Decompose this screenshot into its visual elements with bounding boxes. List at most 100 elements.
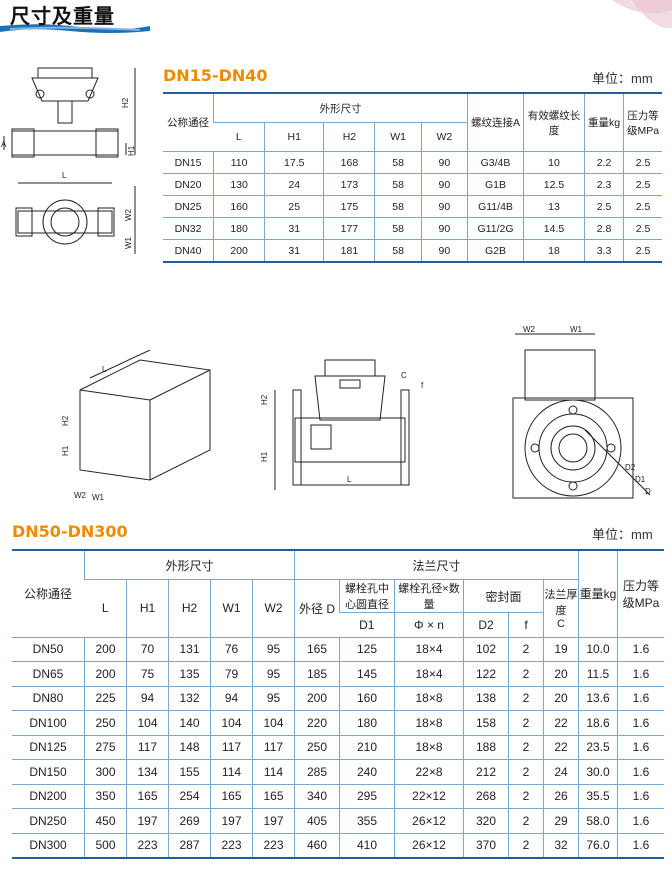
table-cell: G2B [467,239,524,263]
t2-header-pressure: 压力等级MPa [617,550,664,638]
table-cell: 95 [252,686,295,711]
table-cell: 250 [84,710,127,736]
table-cell: 90 [420,239,468,263]
table-cell: 268 [463,784,509,809]
table-cell: 75 [126,661,169,687]
box-dimension-diagram: L H2 H1 W2 W1 [61,350,211,502]
header-nominal: 公称通径 [163,93,214,152]
table-cell: 132 [168,686,211,711]
table-cell: 122 [463,661,509,687]
table-cell: 2.2 [584,151,624,174]
table-cell: 1.6 [617,833,664,859]
table-cell: 1.6 [617,710,664,736]
table-cell: 26×12 [394,833,464,859]
table-cell: 25 [264,195,324,218]
label-face-d2: D2 [625,463,636,472]
table-cell: 1.6 [617,808,664,834]
t2-header-bolt-circle: 螺栓孔中心圆直径 [339,579,395,613]
table-cell: 23.5 [578,735,618,760]
label-box-w2: W2 [74,491,87,500]
table-cell: DN20 [163,173,214,196]
table-cell: 165 [126,784,169,809]
label-w1: W1 [124,236,133,249]
flange-square [512,397,634,499]
table-cell: 70 [126,637,169,662]
t2-header-nominal: 公称通径 [12,550,85,638]
label-h2: H2 [121,97,130,108]
table-cell: 285 [294,759,340,785]
table-cell: DN150 [12,759,85,785]
table-cell: 11.5 [578,661,618,687]
flanged-body [294,417,406,463]
table-cell: 114 [252,759,295,785]
table-cell: 10 [523,151,585,174]
table-cell: 223 [252,833,295,859]
table-cell: 18 [523,239,585,263]
table-cell: 2 [508,833,544,859]
t2-header-weight: 重量kg [578,550,618,638]
table-cell: 197 [126,808,169,834]
table-cell: 2.5 [623,173,662,196]
flange-d1 [538,413,608,483]
table-cell: 223 [126,833,169,859]
table-cell: 340 [294,784,340,809]
table-cell: 145 [339,661,395,687]
label-box-l: L [102,365,107,374]
table-cell: 117 [252,735,295,760]
table-cell: 140 [168,710,211,736]
table-cell: 240 [339,759,395,785]
table-cell: 2 [508,735,544,760]
label-flange-h1: H1 [260,451,269,462]
table-cell: 14.5 [523,217,585,240]
label-face-d: D [645,487,651,496]
table-cell: 1.6 [617,637,664,662]
table-cell: DN125 [12,735,85,760]
small-meter-diagram: H2 H1 A L W2 W1 [1,67,136,254]
table-cell: DN250 [12,808,85,834]
table-cell: 180 [339,710,395,736]
label-a: A [1,140,7,149]
t2-header-flange-thick-sym: C [557,618,565,631]
table-cell: 450 [84,808,127,834]
table-cell: 275 [84,735,127,760]
table-cell: 30.0 [578,759,618,785]
table-cell: 90 [420,173,468,196]
table-cell: 185 [294,661,340,687]
table-cell: 26×12 [394,808,464,834]
table-cell: 225 [84,686,127,711]
meter-head [31,77,99,102]
table-cell: 76 [210,637,253,662]
table-cell: 165 [210,784,253,809]
table-cell: 254 [168,784,211,809]
table-cell: 76.0 [578,833,618,859]
table-cell: 223 [210,833,253,859]
label-face-w2: W2 [523,325,536,334]
table-cell: 197 [210,808,253,834]
flanged-meter-diagram: H2 H1 L C f [260,359,424,490]
table-cell: 2 [508,759,544,785]
table-cell: 94 [126,686,169,711]
table-cell: 1.6 [617,735,664,760]
t2-header-outer-d: 外径 D [294,579,340,638]
table-cell: DN32 [163,217,214,240]
table-cell: 20 [543,686,579,711]
table-cell: 125 [339,637,395,662]
table-cell: 2 [508,686,544,711]
label-f: f [421,381,424,390]
table-cell: 2 [508,710,544,736]
table-cell: DN15 [163,151,214,174]
table-cell: 160 [212,195,265,218]
label-w2: W2 [124,208,133,221]
table-cell: 104 [252,710,295,736]
table-cell: 197 [252,808,295,834]
